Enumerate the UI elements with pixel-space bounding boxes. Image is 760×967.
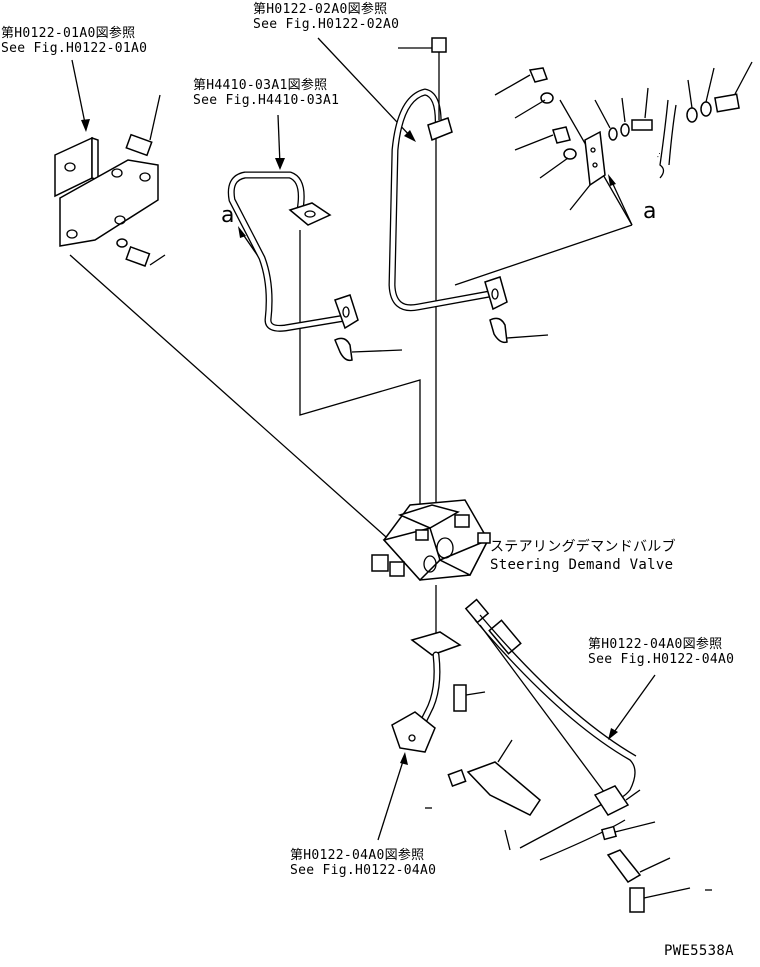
ref-jp: 第H0122-02A0図参照 xyxy=(253,2,388,17)
ref-jp: 第H0122-04A0図参照 xyxy=(588,637,723,652)
ref-en: See Fig.H0122-01A0 xyxy=(1,41,148,56)
svg-text:∴: ∴ xyxy=(657,151,662,160)
valve-label-jp: ステアリングデマンドバルブ xyxy=(490,539,676,555)
valve-label-en: Steering Demand Valve xyxy=(490,557,674,573)
drawing-code: PWE5538A xyxy=(664,943,734,959)
lower-parts xyxy=(391,598,712,913)
leader-lines xyxy=(69,99,633,861)
ref-jp: 第H0122-01A0図参照 xyxy=(1,26,136,41)
left-pipe xyxy=(227,171,403,362)
valve-body xyxy=(371,499,491,582)
ref-en: See Fig.H4410-03A1 xyxy=(193,93,340,108)
ref-jp: 第H0122-04A0図参照 xyxy=(290,848,425,863)
ref-h0122-04a0-right-label: 第H0122-04A0図参照 See Fig.H0122-04A0 xyxy=(588,637,734,667)
ref-jp: 第H4410-03A1図参照 xyxy=(193,78,328,93)
ref-h0122-02a0-label: 第H0122-02A0図参照 See Fig.H0122-02A0 xyxy=(253,2,399,32)
right-fasteners: ∴ xyxy=(494,61,753,211)
marker-a-left: a xyxy=(221,203,235,228)
ref-en: See Fig.H0122-02A0 xyxy=(253,17,400,32)
bracket-plate xyxy=(54,94,166,267)
ref-h0122-04a0-bottom-label: 第H0122-04A0図参照 See Fig.H0122-04A0 xyxy=(290,848,436,878)
ref-en: See Fig.H0122-04A0 xyxy=(290,863,437,878)
valve-label: ステアリングデマンドバルブ Steering Demand Valve xyxy=(490,538,676,574)
ref-h4410-03a1-label: 第H4410-03A1図参照 See Fig.H4410-03A1 xyxy=(193,78,339,108)
center-pipe xyxy=(388,37,549,344)
ref-en: See Fig.H0122-04A0 xyxy=(588,652,735,667)
ref-h0122-01a0-label: 第H0122-01A0図参照 See Fig.H0122-01A0 xyxy=(1,26,147,56)
marker-a-right: a xyxy=(643,199,657,224)
